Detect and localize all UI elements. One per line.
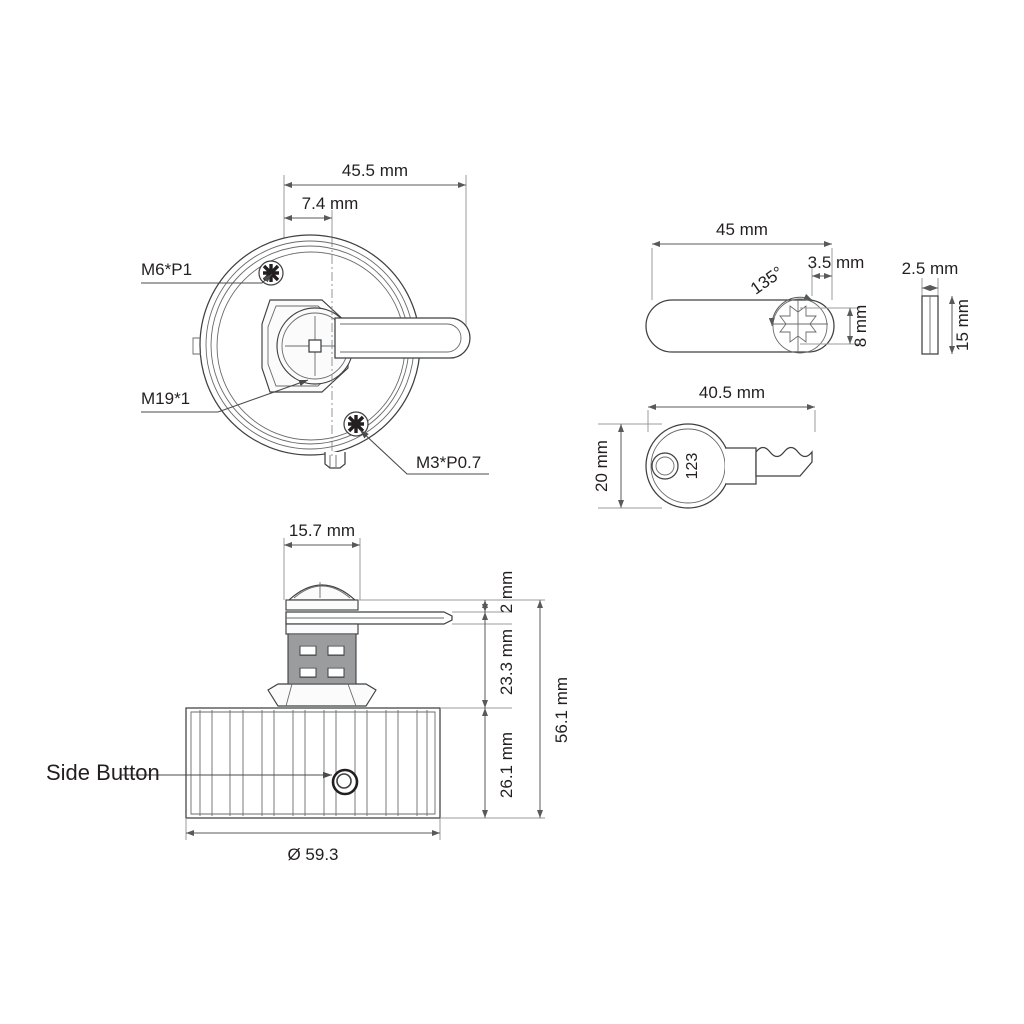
callout-m19-label: M19*1: [141, 389, 190, 408]
barrel-window-d: [327, 667, 345, 678]
barrel-hex-nut: [267, 683, 377, 707]
dim-cam-offset: 3.5 mm: [808, 253, 865, 272]
barrel-window-a: [299, 645, 317, 656]
threaded-barrel: [287, 633, 357, 691]
dim-key-head-height: 20 mm: [592, 440, 611, 492]
key-marking: 123: [684, 453, 701, 480]
barrel-cap: [287, 584, 357, 601]
dim-barrel-width: 15.7 mm: [289, 521, 355, 540]
knob-side-notch: [192, 337, 201, 355]
hex-nut-edge-b: [347, 683, 357, 707]
leader-m3: [359, 429, 489, 475]
screw-top-left: [258, 260, 284, 286]
dim-cam-plate-thickness: 2 mm: [497, 571, 516, 614]
callout-m3-label: M3*P0.7: [416, 453, 481, 472]
dim-overall-width: 45.5 mm: [342, 161, 408, 180]
front-view: 45.5 mm 7.4 mm: [141, 161, 489, 475]
keyway-center: [308, 339, 322, 353]
leader-m19: [141, 379, 309, 413]
key-view: 40.5 mm 20 mm 123: [592, 383, 816, 509]
dim-cam-height: 15 mm: [953, 299, 972, 351]
callout-side-button-label: Side Button: [46, 760, 160, 785]
knob-bottom-tab: [324, 452, 346, 469]
dim-key-length: 40.5 mm: [699, 383, 765, 402]
side-button[interactable]: [331, 768, 359, 796]
lever-handle: [334, 317, 471, 359]
phillips-screw-icon: [262, 264, 280, 282]
dim-housing-diameter: Ø 59.3: [287, 845, 338, 864]
dim-arc-cam-angle: [768, 293, 813, 327]
dim-offset-width: 7.4 mm: [302, 194, 359, 213]
hex-nut-edge-a: [285, 683, 293, 707]
dim-barrel-height: 23.3 mm: [497, 629, 516, 695]
barrel-cap-inner: [293, 585, 351, 599]
barrel-window-b: [327, 645, 345, 656]
key-shoulder: [725, 447, 757, 485]
cam-plan-view: 45 mm 3.5 mm 135° 8 mm: [645, 220, 870, 354]
barrel-cap-flange: [285, 599, 359, 611]
dim-cam-thickness: 2.5 mm: [902, 259, 959, 278]
barrel-window-c: [299, 667, 317, 678]
housing-ribs: [199, 710, 428, 816]
leader-m6: [141, 273, 273, 284]
dim-cam-length: 45 mm: [716, 220, 768, 239]
key-ring-hole-inner: [655, 456, 675, 476]
section-view: 15.7 mm: [46, 521, 571, 864]
housing-body-inner: [190, 711, 436, 815]
dim-overall-height: 56.1 mm: [552, 677, 571, 743]
dim-cam-bore: 8 mm: [851, 305, 870, 348]
screw-bottom-right: [343, 411, 369, 437]
dim-housing-height: 26.1 mm: [497, 732, 516, 798]
key-blade: [755, 446, 813, 477]
barrel-lower-flange: [285, 623, 359, 635]
callout-m6-label: M6*P1: [141, 260, 192, 279]
cam-side-view: 2.5 mm 15 mm: [902, 259, 972, 355]
lever-handle-inner: [340, 323, 462, 353]
side-button-inner[interactable]: [336, 773, 352, 789]
phillips-screw-icon: [347, 415, 365, 433]
housing-body: [185, 707, 441, 819]
